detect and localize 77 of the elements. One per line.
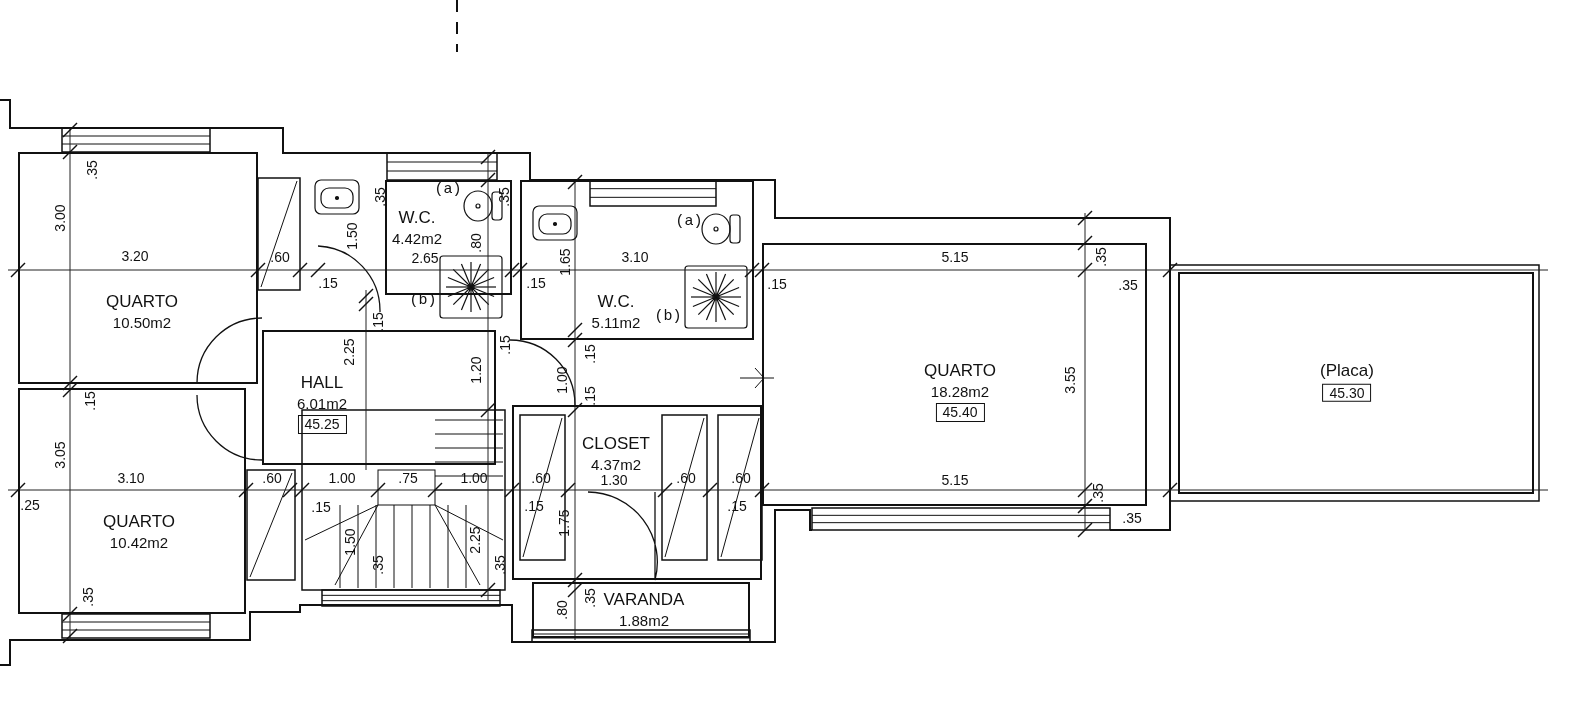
dimension-label: 2.65 [411,251,439,265]
dimension-label: .15 [727,499,747,513]
hall [262,330,496,465]
bathroom [385,180,512,295]
dimension-label: 5.15 [941,473,969,487]
dimension-label: 5.15 [941,250,969,264]
dimension-label: .35 [583,588,597,608]
dimension-label: .15 [371,312,385,332]
dimension-label: .60 [531,471,551,485]
dimension-label: .15 [526,276,546,290]
room-name: HALL [300,374,344,393]
room-name: (Placa) [1320,361,1374,381]
dimension-label: 1.20 [469,356,483,384]
dimension-label: 1.30 [600,473,628,487]
dimension-label: .80 [469,233,483,253]
room-area: 5.11m2 [591,314,641,332]
dimension-label: 3.00 [53,204,67,232]
dimension-label: 3.55 [1063,366,1077,394]
dimension-label: 2.25 [342,338,356,366]
room-area: 10.42m2 [109,534,169,552]
dimension-label: .15 [583,386,597,406]
dimension-label: .15 [498,335,512,355]
room-area: 6.01m2 [297,395,347,413]
dimension-label: .35 [371,555,385,575]
room-name: QUARTO [105,292,179,312]
dimension-label: 1.75 [557,509,571,537]
dimension-label: .35 [493,555,507,575]
room-area: 4.37m2 [590,456,641,474]
dimension-label: 1.65 [558,248,572,276]
dimension-label: .60 [262,471,282,485]
dimension-label: .15 [311,500,331,514]
room-name: QUARTO [102,512,176,532]
dimension-label: .35 [497,187,511,207]
dimension-label: 3.10 [621,250,649,264]
dimension-label: 3.20 [121,249,149,263]
dimension-label: 1.50 [345,222,359,250]
fixture-label: (a) [434,181,462,197]
dimension-label: .35 [1091,483,1105,503]
room-area: 4.42m2 [392,230,442,248]
room-area: 1.88m2 [618,612,669,630]
bedroom [18,152,258,384]
fixture-label: (a) [675,213,703,229]
dimension-label: .35 [1122,511,1142,525]
dimension-label: .35 [81,587,95,607]
dimension-label: .25 [20,498,40,512]
bathroom [520,180,754,340]
dimension-label: .60 [676,471,696,485]
closet [512,405,762,580]
room-name: W.C. [398,208,436,228]
room-name: CLOSET [582,434,650,454]
dimension-label: .80 [555,600,569,620]
dimension-label: .15 [767,277,787,291]
dimension-label: .15 [318,276,338,290]
dimension-label: .35 [1094,247,1108,267]
room-name: VARANDA [603,590,685,610]
dimension-label: 2.25 [468,526,482,554]
dimension-label: 1.00 [460,471,488,485]
dimension-label: .35 [373,187,387,207]
bedroom [18,388,246,614]
bedroom [762,243,1147,506]
dimension-label: .15 [524,499,544,513]
dimension-label: .60 [731,471,751,485]
room-area: 10.50m2 [112,314,172,332]
dimension-label: 1.00 [555,366,569,394]
room-name: W.C. [597,292,635,312]
dimension-label: .35 [1118,278,1138,292]
balcony [532,582,750,638]
room-name: QUARTO [923,362,997,381]
dimension-label: 3.10 [117,471,145,485]
dimension-label: 3.05 [53,441,67,469]
room-area: 18.28m2 [930,383,990,401]
dimension-label: .35 [85,160,99,180]
dimension-label: .15 [583,344,597,364]
dimension-label: .15 [83,391,97,411]
fixture-label: (b) [654,308,682,324]
dimension-label: 1.50 [343,528,357,556]
dimension-label: .60 [270,250,290,264]
